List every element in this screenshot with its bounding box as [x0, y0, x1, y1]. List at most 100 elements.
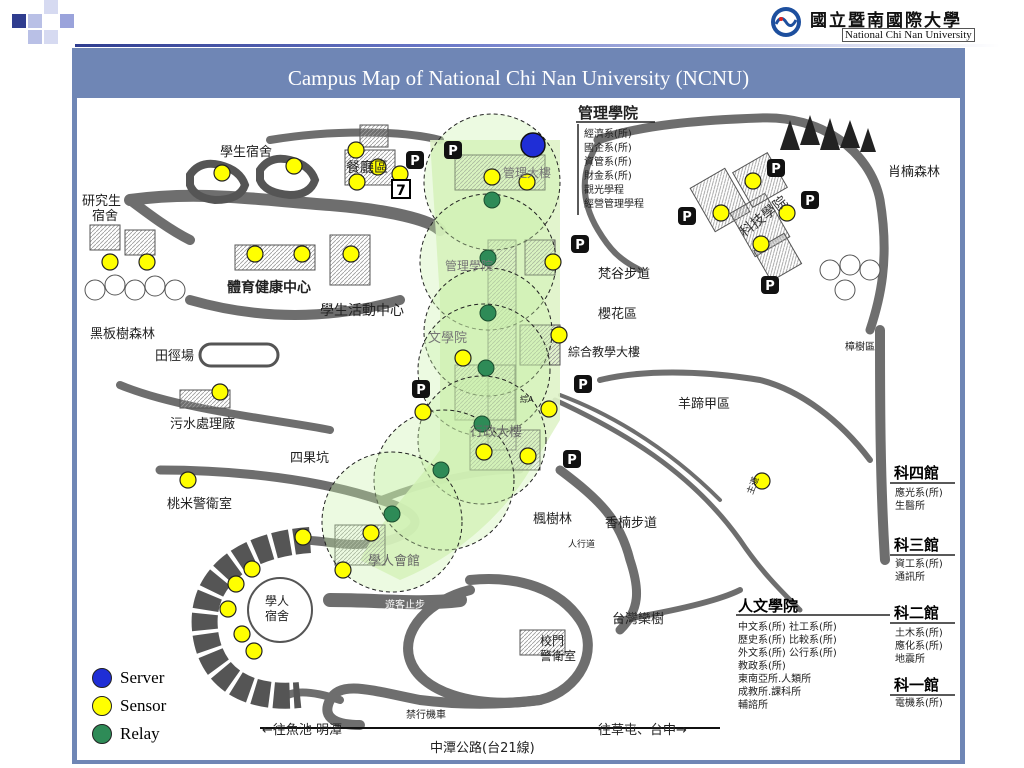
label-xiaonan-forest: 肖楠森林: [888, 165, 940, 180]
mgmt-dept-item: 經營管理學程: [584, 197, 644, 210]
label-mgmt-inner: 管理學院: [445, 258, 493, 273]
server-nodes: [520, 132, 546, 158]
label-taiwan-tree: 台灣欒樹: [612, 612, 664, 627]
map-labels: 學生宿舍 研究生 宿舍 餐廳區 管理學院 管理大樓 管理學院 肖楠森林 科技學院…: [82, 104, 940, 756]
label-fanggu: 梵谷步道: [598, 267, 650, 282]
parking-sign-label: P: [805, 194, 815, 209]
sensor-node: [227, 575, 245, 593]
label-convention: 學人會館: [368, 554, 420, 569]
server-node: [520, 132, 546, 158]
legend-label: Server: [120, 668, 165, 687]
parking-sign-label: P: [682, 210, 692, 225]
header-rule: [75, 44, 1000, 47]
parking-sign-icon: P: [563, 450, 581, 468]
sensor-node: [778, 204, 796, 222]
parking-sign-bg: [678, 207, 696, 225]
label-sewage: 污水處理廠: [170, 416, 235, 432]
sensor-node: [285, 157, 303, 175]
sensor-node: [245, 642, 263, 660]
sensor-node: [342, 245, 360, 263]
label-scholar-dorm-2: 宿舍: [265, 608, 289, 623]
legend-item-server: Server: [92, 664, 212, 692]
sensor-node: [334, 561, 352, 579]
parking-sign-label: P: [416, 383, 426, 398]
label-humanities: 人文學院: [738, 597, 798, 615]
sensor-node: [179, 471, 197, 489]
parking-sign-bg: [767, 159, 785, 177]
mgmt-dept-item: 經濟系(所): [584, 127, 632, 140]
label-taomi-guard: 桃米警衛室: [167, 496, 232, 512]
parking-sign-bg: [412, 380, 430, 398]
sensor-nodes: [101, 141, 796, 660]
parking-sign-bg: [563, 450, 581, 468]
humanities-dept-item: 教政系(所): [738, 659, 786, 672]
road-network: [116, 113, 890, 730]
label-gate-guard-2: 警衛室: [540, 648, 576, 663]
humanities-dept-item: 成教所.課科所: [738, 685, 801, 698]
parking-sign-label: P: [448, 144, 458, 159]
sensor-node: [519, 447, 537, 465]
label-to-yuchi: ←往魚池 明潭: [262, 723, 342, 738]
relay-nodes: [383, 191, 501, 523]
sensor-node: [243, 560, 261, 578]
legend-item-sensor: Sensor: [92, 692, 212, 720]
mgmt-dept-item: 資管系(所): [584, 155, 632, 168]
parking-sign-icon: P: [406, 151, 424, 169]
parking-sign-icon: P: [761, 276, 779, 294]
parking-sign-icon: P: [444, 141, 462, 159]
track-field: [198, 342, 280, 368]
sensor-node: [211, 383, 229, 401]
parking-sign-bg: [574, 375, 592, 393]
parking-sign-label: P: [567, 453, 577, 468]
sensor-node: [744, 172, 762, 190]
label-to-caotun: 往草屯、台中→: [598, 723, 687, 738]
relay-node: [432, 461, 450, 479]
buildings: [89, 124, 803, 656]
parking-sign-icon: P: [767, 159, 785, 177]
sci4-dept-item: 應光系(所): [895, 486, 943, 499]
label-canteen: 餐廳區: [346, 159, 388, 176]
legend-label: Relay: [120, 724, 160, 743]
label-sci4: 科四館: [894, 464, 939, 482]
logo-english-name: National Chi Nan University: [842, 28, 975, 42]
legend: Server Sensor Relay: [92, 664, 212, 748]
department-lists: 經濟系(所)國企系(所)資管系(所)財金系(所)觀光學程經營管理學程中文系(所)…: [584, 127, 943, 711]
label-sakura: 櫻花區: [598, 306, 637, 322]
sensor-node: [518, 173, 536, 191]
pine-trees: [780, 115, 876, 152]
label-gym: 體育健康中心: [227, 279, 311, 296]
relay-node: [479, 304, 497, 322]
parking-sign-icon: P: [678, 207, 696, 225]
parking-sign-icon: P: [412, 380, 430, 398]
label-student-center: 學生活動中心: [320, 303, 404, 319]
sensor-node: [213, 164, 231, 182]
sensor-node: [544, 253, 562, 271]
sensor-node: [294, 528, 312, 546]
sensor-node: [540, 400, 558, 418]
relay-node: [483, 191, 501, 209]
sensor-swatch-icon: [92, 696, 112, 716]
relay-node: [479, 249, 497, 267]
sci3-dept-item: 通訊所: [895, 570, 925, 583]
label-no-visitors: 遊客止步: [385, 598, 425, 611]
convenience-store-label: 7: [396, 183, 406, 199]
label-mgmt-building: 管理大樓: [503, 165, 551, 180]
sensor-node: [101, 253, 119, 271]
scholar-dorm-arc: [191, 527, 312, 709]
sensor-node: [233, 625, 251, 643]
relay-node: [477, 359, 495, 377]
parking-sign-label: P: [410, 154, 420, 169]
label-highway: 中潭公路(台21線): [430, 740, 535, 756]
relay-node: [473, 415, 491, 433]
student-dorms: [186, 154, 320, 205]
sensor-node: [369, 158, 387, 176]
relay-swatch-icon: [92, 724, 112, 744]
server-swatch-icon: [92, 668, 112, 688]
parking-sign-bg: [571, 235, 589, 253]
label-xiangnan: 香楠步道: [605, 516, 657, 531]
sensor-node: [414, 403, 432, 421]
label-yangti: 羊蹄甲區: [678, 396, 730, 412]
label-maple-forest: 楓樹林: [533, 512, 572, 527]
